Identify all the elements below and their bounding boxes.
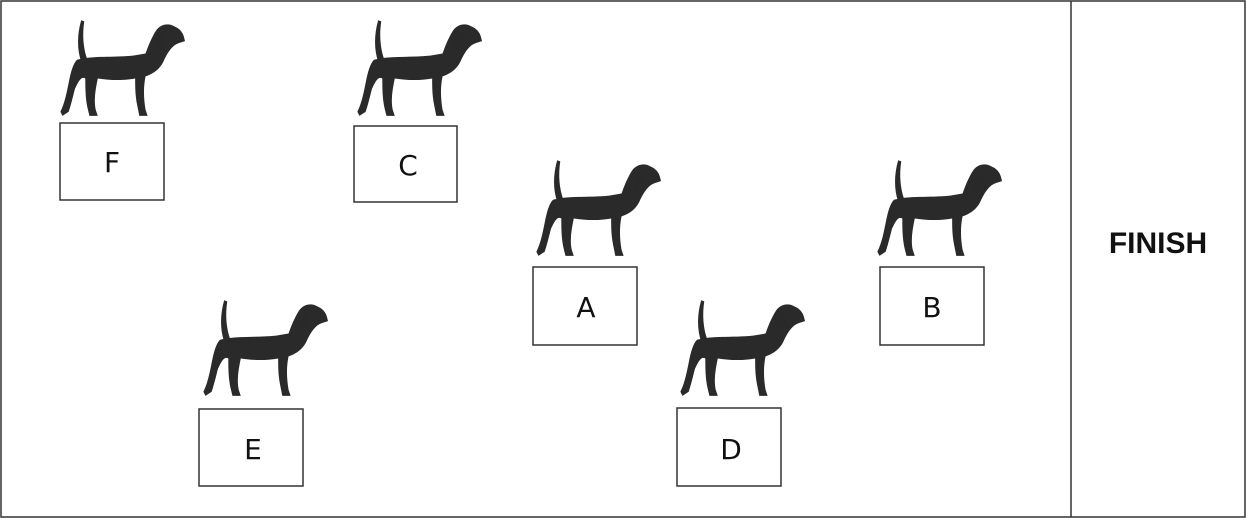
dog-label: D <box>720 433 742 466</box>
dog-silhouette-icon <box>60 20 185 116</box>
dog-silhouette-icon <box>203 300 328 396</box>
dog-silhouette-icon <box>357 20 482 116</box>
dog-group-c: C <box>353 20 482 203</box>
dog-label-box <box>879 266 985 346</box>
dog-label: C <box>398 149 418 182</box>
dog-group-e: E <box>198 300 328 487</box>
dog-label-box <box>676 407 782 487</box>
dog-group-a: A <box>532 160 661 346</box>
dog-silhouette-icon <box>877 160 1002 256</box>
dog-label: E <box>244 433 262 466</box>
finish-label: FINISH <box>1109 227 1207 260</box>
dog-silhouette-icon <box>680 300 805 396</box>
dog-label-box <box>59 122 165 201</box>
dog-label: B <box>922 291 941 324</box>
dog-group-b: B <box>877 160 1002 346</box>
dog-group-d: D <box>676 300 805 487</box>
dog-group-f: F <box>59 20 185 201</box>
dog-label: A <box>576 291 595 324</box>
dog-label-box <box>532 266 638 346</box>
dog-label-box <box>198 408 304 487</box>
dog-label: F <box>104 146 120 179</box>
dog-silhouette-icon <box>536 160 661 256</box>
dog-label-box <box>353 125 458 203</box>
